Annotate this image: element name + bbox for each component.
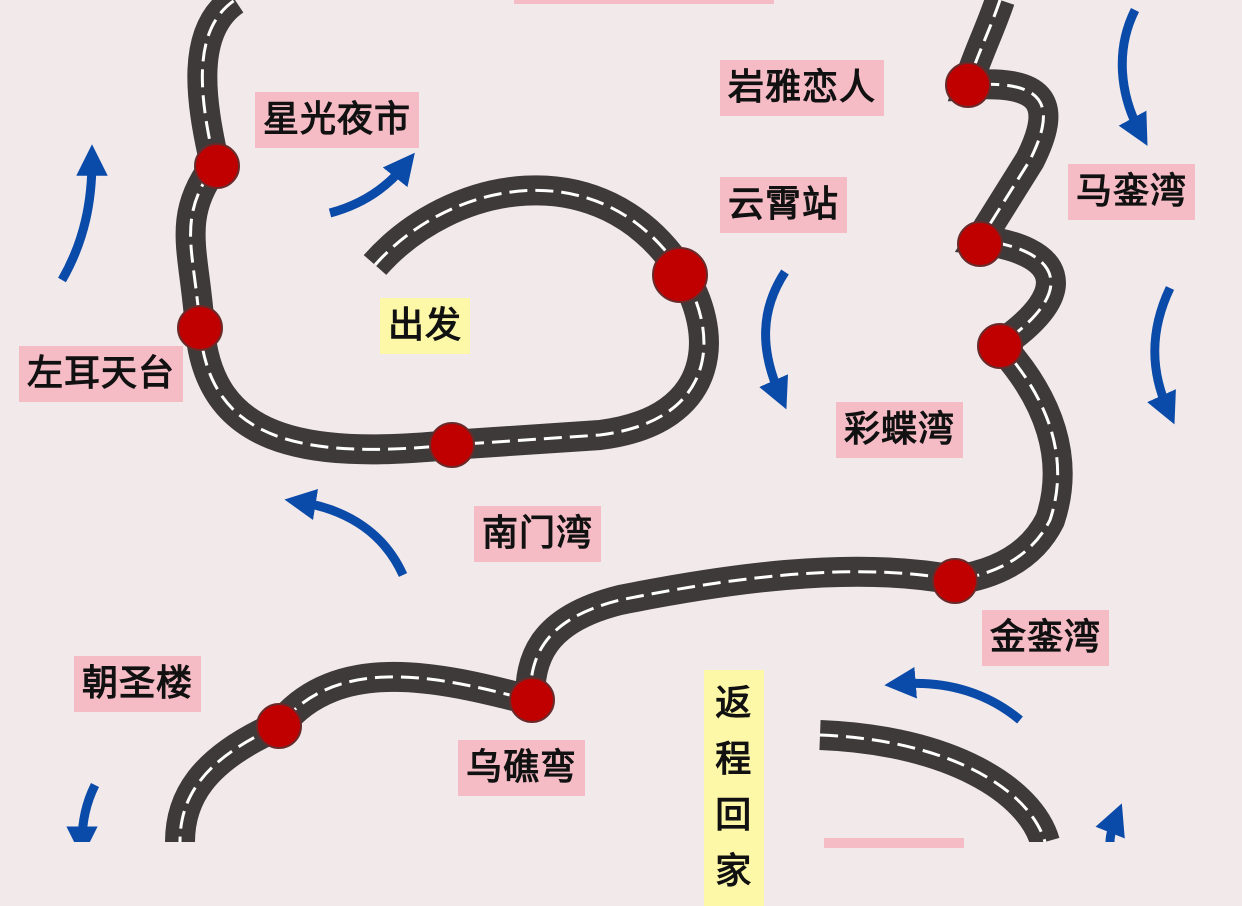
stop-dot bbox=[194, 143, 240, 189]
stop-label: 马銮湾 bbox=[1068, 164, 1196, 220]
direction-arrow-icon bbox=[328, 152, 415, 218]
end-label: 返程回家 bbox=[704, 670, 764, 906]
route-map bbox=[58, 0, 1176, 842]
stop-label: 彩蝶湾 bbox=[836, 402, 964, 458]
stop-label: 南门湾 bbox=[474, 506, 602, 562]
road-return bbox=[819, 720, 1060, 842]
stop-dot bbox=[932, 558, 978, 604]
direction-arrow-icon bbox=[759, 269, 789, 410]
stop-label: 朝圣楼 bbox=[74, 656, 202, 712]
stop-dot bbox=[977, 323, 1023, 369]
road-start-loop bbox=[175, 0, 719, 465]
start-label: 出发 bbox=[380, 298, 471, 354]
stop-label: 星光夜市 bbox=[255, 92, 420, 148]
stop-label: 左耳天台 bbox=[19, 346, 184, 402]
stop-label: 云霄站 bbox=[720, 177, 848, 233]
direction-arrow-icon bbox=[66, 782, 100, 842]
stop-dot bbox=[509, 677, 555, 723]
stop-label: 岩雅恋人 bbox=[720, 60, 885, 116]
direction-arrow-icon bbox=[1095, 803, 1125, 842]
stop-dot bbox=[945, 62, 991, 108]
stop-dot bbox=[957, 221, 1003, 267]
stop-dot bbox=[177, 305, 223, 351]
stop-dot bbox=[429, 422, 475, 468]
direction-arrow-icon bbox=[284, 488, 408, 577]
direction-arrow-icon bbox=[1117, 7, 1148, 146]
direction-arrow-icon bbox=[1147, 286, 1176, 425]
stop-label-partial bbox=[824, 838, 964, 848]
stop-dot bbox=[256, 703, 302, 749]
stop-label: 金銮湾 bbox=[982, 610, 1110, 666]
direction-arrow-icon bbox=[58, 144, 108, 283]
direction-arrow-icon bbox=[884, 667, 1023, 724]
stop-dot bbox=[652, 247, 708, 303]
stop-label: 乌礁弯 bbox=[458, 740, 586, 796]
stop-label-partial bbox=[514, 0, 774, 4]
